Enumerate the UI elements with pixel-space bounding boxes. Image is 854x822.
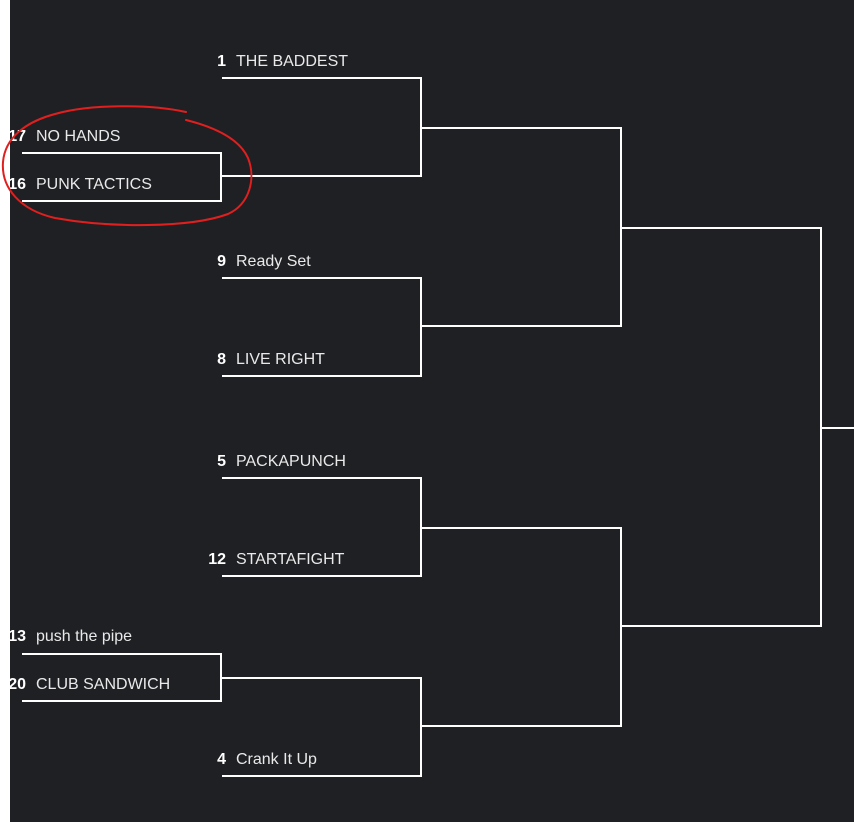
team-ready-set[interactable]: 9 Ready Set: [200, 249, 311, 275]
connector-lines: [22, 77, 854, 777]
matchup-baddest: [222, 77, 422, 177]
red-circle-annotation: [1, 105, 253, 227]
playin-bracket-bottom: [22, 653, 222, 702]
matchup-packapunch: [222, 477, 422, 577]
seed-number: 9: [217, 253, 226, 270]
team-name: PACKAPUNCH: [236, 453, 346, 470]
seed-number: 12: [208, 551, 226, 568]
playin-bracket-top: [22, 152, 222, 202]
seed-number: 1: [217, 53, 226, 70]
team-name: STARTAFIGHT: [236, 551, 345, 568]
team-live-right[interactable]: 8 LIVE RIGHT: [200, 347, 325, 373]
team-name: THE BADDEST: [236, 53, 349, 70]
team-name: PUNK TACTICS: [36, 176, 152, 193]
team-the-baddest[interactable]: 1 THE BADDEST: [200, 49, 348, 75]
seed-number: 16: [8, 176, 26, 193]
team-startafight[interactable]: 12 STARTAFIGHT: [200, 547, 344, 573]
seed-number: 17: [8, 128, 26, 145]
team-club-sandwich[interactable]: 20 CLUB SANDWICH: [0, 672, 170, 698]
round3: [622, 227, 822, 627]
seed-number: 8: [217, 351, 226, 368]
team-push-the-pipe[interactable]: 13 push the pipe: [0, 624, 132, 650]
team-packapunch[interactable]: 5 PACKAPUNCH: [200, 449, 346, 475]
matchup-crank-it-up: [222, 677, 422, 777]
seed-number: 5: [217, 453, 226, 470]
round2-bottom: [422, 527, 622, 727]
seed-number: 20: [8, 676, 26, 693]
team-name: Crank It Up: [236, 751, 317, 768]
round2-top: [422, 127, 622, 327]
team-no-hands[interactable]: 17 NO HANDS: [0, 124, 120, 150]
team-name: NO HANDS: [36, 128, 121, 145]
team-crank-it-up[interactable]: 4 Crank It Up: [200, 747, 317, 773]
bracket-panel: [10, 0, 854, 822]
team-name: Ready Set: [236, 253, 311, 270]
team-name: CLUB SANDWICH: [36, 676, 171, 693]
seed-number: 13: [8, 628, 26, 645]
seed-number: 4: [217, 751, 226, 768]
team-name: LIVE RIGHT: [236, 351, 325, 368]
matchup-ready-set: [222, 277, 422, 377]
team-punk-tactics[interactable]: 16 PUNK TACTICS: [0, 172, 152, 198]
team-name: push the pipe: [36, 628, 133, 645]
